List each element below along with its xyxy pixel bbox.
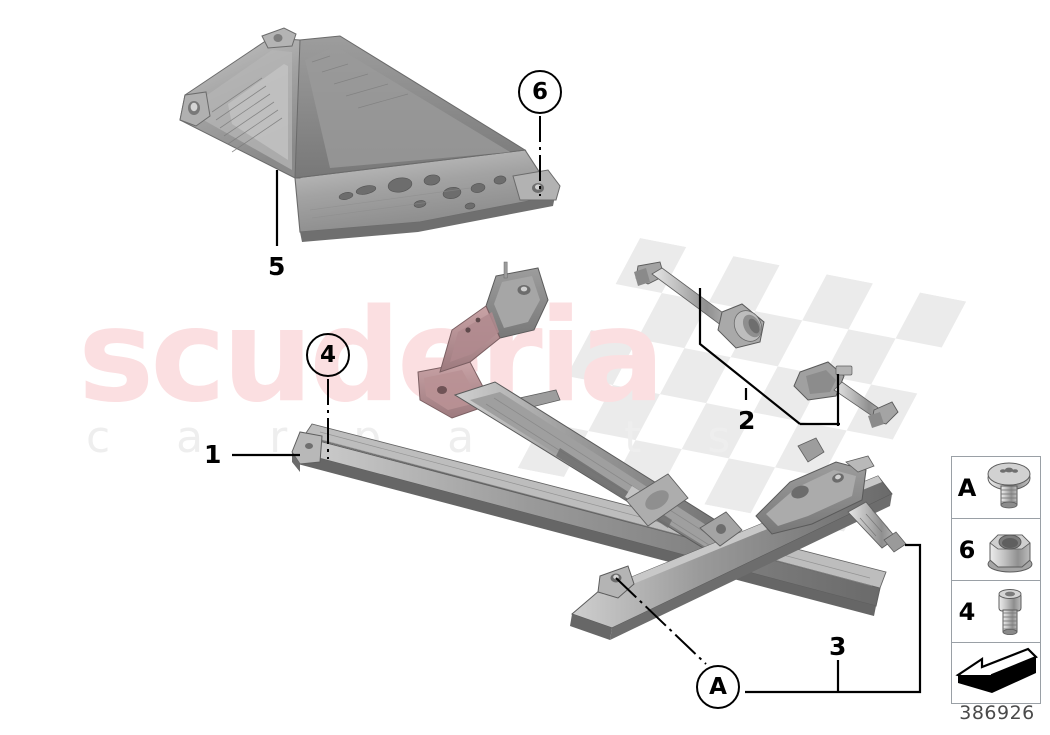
legend-key-a: A	[957, 473, 977, 502]
leader-bracket-3	[745, 543, 922, 694]
legend-row-6[interactable]: 6	[952, 519, 1040, 581]
legend-row-4[interactable]: 4	[952, 581, 1040, 643]
callout-4[interactable]: 4	[306, 333, 350, 377]
flange-nut-icon	[982, 519, 1040, 580]
callout-a[interactable]: A	[696, 665, 740, 709]
leader-line-a	[615, 577, 707, 665]
forward-direction-arrow-icon	[952, 643, 1040, 703]
legend-row-direction	[952, 643, 1040, 703]
legend-key-4: 4	[958, 597, 976, 626]
item-label-5: 5	[268, 252, 286, 281]
part-under-seat-pan-panel	[179, 27, 561, 242]
item-label-1: 1	[204, 440, 222, 469]
item-label-3: 3	[829, 632, 847, 661]
flange-head-bolt-icon	[982, 457, 1040, 518]
callout-6[interactable]: 6	[518, 70, 562, 114]
item-label-2: 2	[738, 406, 756, 435]
diagram-part-number: 386926	[959, 702, 1035, 724]
legend-key-6: 6	[958, 535, 976, 564]
legend-row-a[interactable]: A	[952, 457, 1040, 519]
fastener-legend: A	[951, 456, 1041, 704]
socket-head-screw-icon	[982, 581, 1040, 642]
